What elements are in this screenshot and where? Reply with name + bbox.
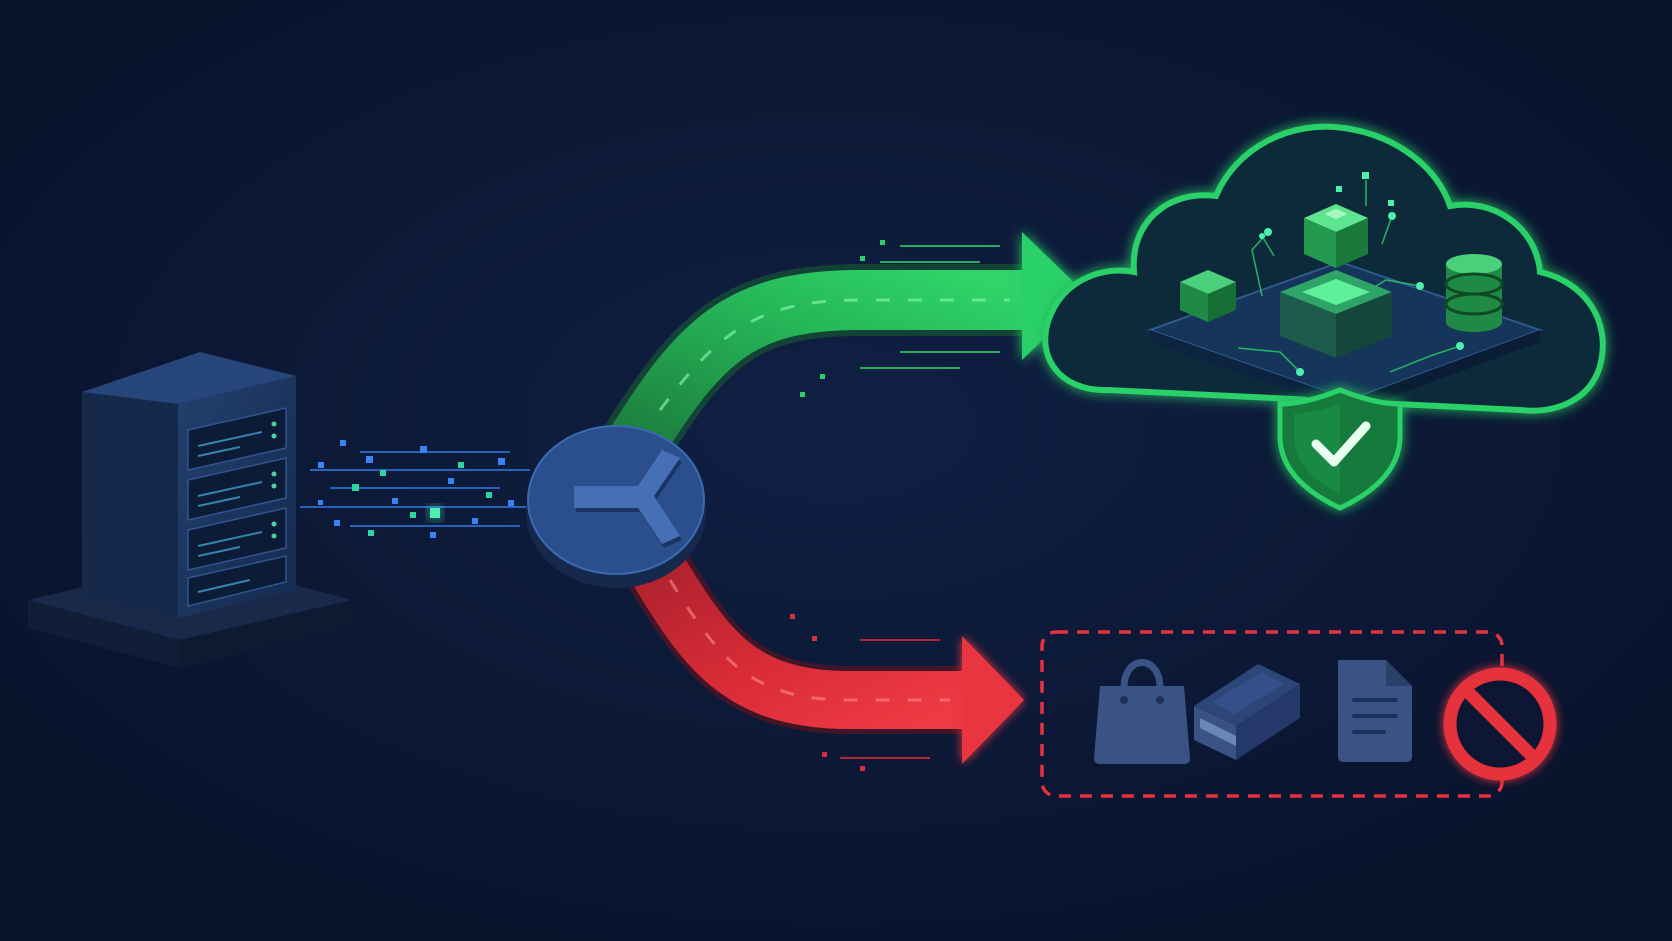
blocked-flow-arrow	[610, 522, 1024, 771]
cloud-icon	[1042, 123, 1606, 511]
document-icon	[1338, 660, 1412, 762]
cube-icon	[1304, 204, 1368, 268]
drive-bays	[187, 407, 287, 607]
pedestal	[1280, 270, 1392, 358]
shield-check-icon	[1277, 387, 1403, 511]
blocked-zone-border	[1040, 630, 1504, 798]
cube-icon	[1180, 270, 1236, 322]
split-route-icon	[526, 425, 706, 588]
arrow-right-icon	[1022, 232, 1088, 360]
prohibited-icon	[1443, 667, 1557, 781]
shopping-bag-icon	[1094, 659, 1190, 764]
database-icon	[1444, 254, 1504, 332]
server-rack-icon	[28, 352, 352, 668]
book-icon	[1194, 664, 1300, 760]
arrow-right-icon	[962, 636, 1024, 764]
allowed-flow-arrow	[601, 232, 1088, 469]
blocked-destination	[1040, 630, 1557, 798]
data-stream	[300, 440, 540, 538]
